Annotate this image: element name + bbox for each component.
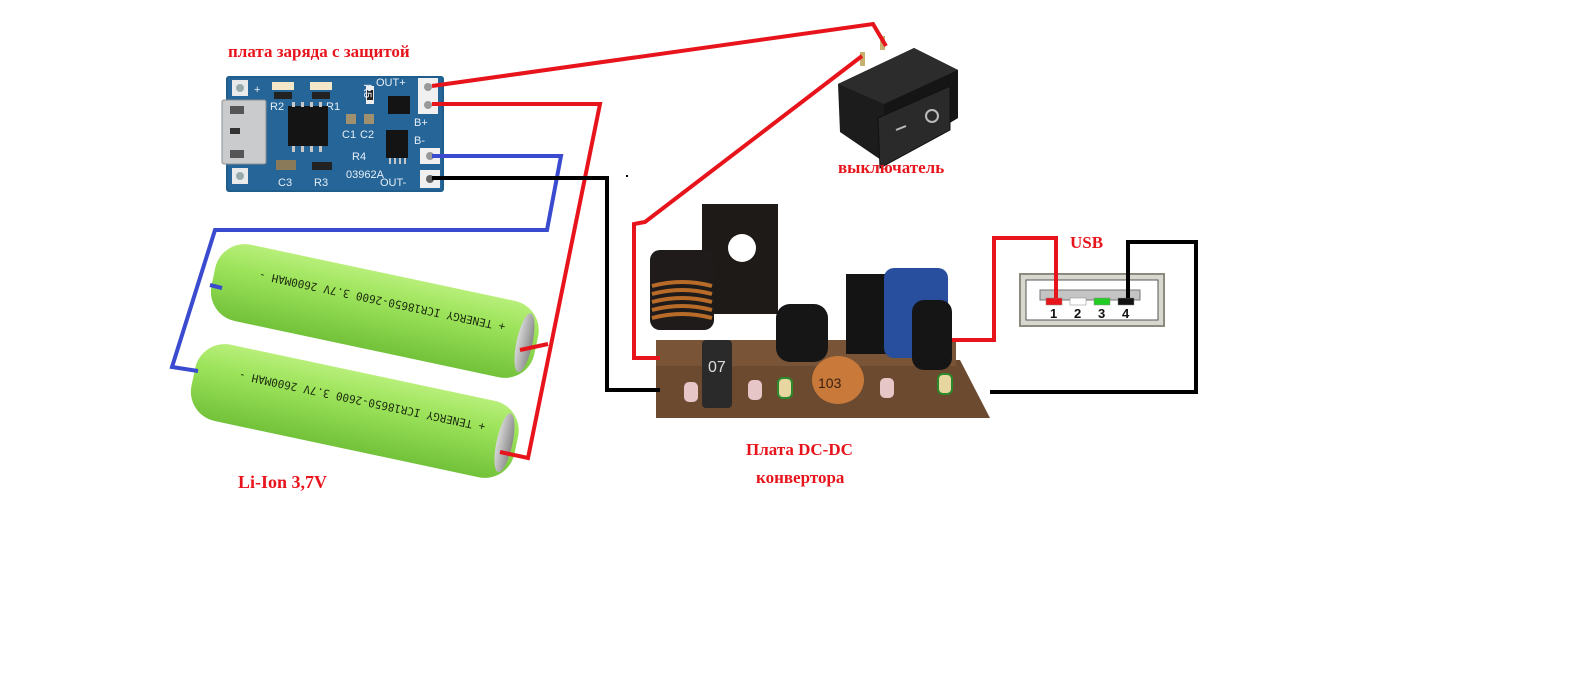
pad-b-plus-label: B+ xyxy=(414,117,428,129)
protection-mosfet xyxy=(388,96,410,114)
wire-converter-to-usb-gnd xyxy=(990,240,1198,394)
usb-pin-number: 3 xyxy=(1098,306,1105,321)
usb-pin-4 xyxy=(1117,297,1135,306)
svg-text:03962A: 03962A xyxy=(346,169,385,181)
usb-pin-number: 2 xyxy=(1074,306,1081,321)
usb-pin-3 xyxy=(1093,297,1111,306)
svg-text:C1: C1 xyxy=(342,129,356,141)
usb-label: USB xyxy=(1070,233,1104,252)
charger-ic xyxy=(288,106,328,146)
wire-converter-to-usb-vcc xyxy=(952,236,1058,342)
svg-text:07: 07 xyxy=(708,359,726,376)
wire-out-minus-to-converter xyxy=(432,176,660,392)
pad-in-plus-label: + xyxy=(254,84,260,96)
rocker-switch[interactable] xyxy=(838,36,958,169)
usb-pin-2 xyxy=(1069,297,1087,306)
switch-on-symbol xyxy=(895,125,907,131)
svg-text:C3: C3 xyxy=(278,177,292,189)
svg-text:103: 103 xyxy=(818,375,842,391)
svg-text:R5: R5 xyxy=(361,84,373,98)
svg-text:R1: R1 xyxy=(326,101,340,113)
charger-label: плата заряда с защитой xyxy=(228,42,410,61)
wires xyxy=(169,21,1198,461)
pad-out-plus-label: OUT+ xyxy=(376,77,406,89)
usb-pin-number: 4 xyxy=(1122,306,1130,321)
switch-label: выключатель xyxy=(838,158,945,177)
to92-transistor xyxy=(776,304,828,362)
svg-text:R2: R2 xyxy=(270,101,284,113)
svg-text:C2: C2 xyxy=(360,129,374,141)
pad-b-minus-label: B- xyxy=(414,135,425,147)
switch-off-symbol xyxy=(925,109,939,123)
ceramic-capacitor xyxy=(812,356,864,404)
usb-pin-1 xyxy=(1045,297,1063,306)
wire-b-plus-cell-1 xyxy=(519,342,549,352)
converter-label-line2: конвертора xyxy=(756,468,845,487)
usb-pin-number: 1 xyxy=(1050,306,1057,321)
wire-b-plus-to-battery xyxy=(432,102,603,461)
pad-out-minus-label: OUT- xyxy=(380,177,407,189)
dc-dc-converter: 07 103 xyxy=(650,204,990,418)
charger-module: + R2 R1 R5 C1 C2 R4 C xyxy=(221,76,444,192)
wire-switch-to-converter xyxy=(632,54,864,360)
wire-b-minus-to-battery xyxy=(169,154,564,373)
resistors xyxy=(684,373,953,402)
diode xyxy=(702,340,732,408)
battery-pack: + TENERGY ICR18650-2600 3.7V 2600MAH - +… xyxy=(190,244,539,478)
battery-cell-1: + TENERGY ICR18650-2600 3.7V 2600MAH - xyxy=(210,244,539,378)
svg-text:R4: R4 xyxy=(352,151,366,163)
protection-ic xyxy=(386,130,408,158)
micro-usb-port[interactable] xyxy=(221,99,267,165)
converter-label-line1: Плата DC-DC xyxy=(746,440,853,459)
usb-port[interactable]: 1 2 3 4 xyxy=(1019,273,1165,327)
wire-out-plus-to-switch xyxy=(431,21,888,88)
wire-b-minus-cell-1 xyxy=(209,283,223,290)
battery-label: Li-Ion 3,7V xyxy=(238,472,328,492)
svg-text:R3: R3 xyxy=(314,177,328,189)
